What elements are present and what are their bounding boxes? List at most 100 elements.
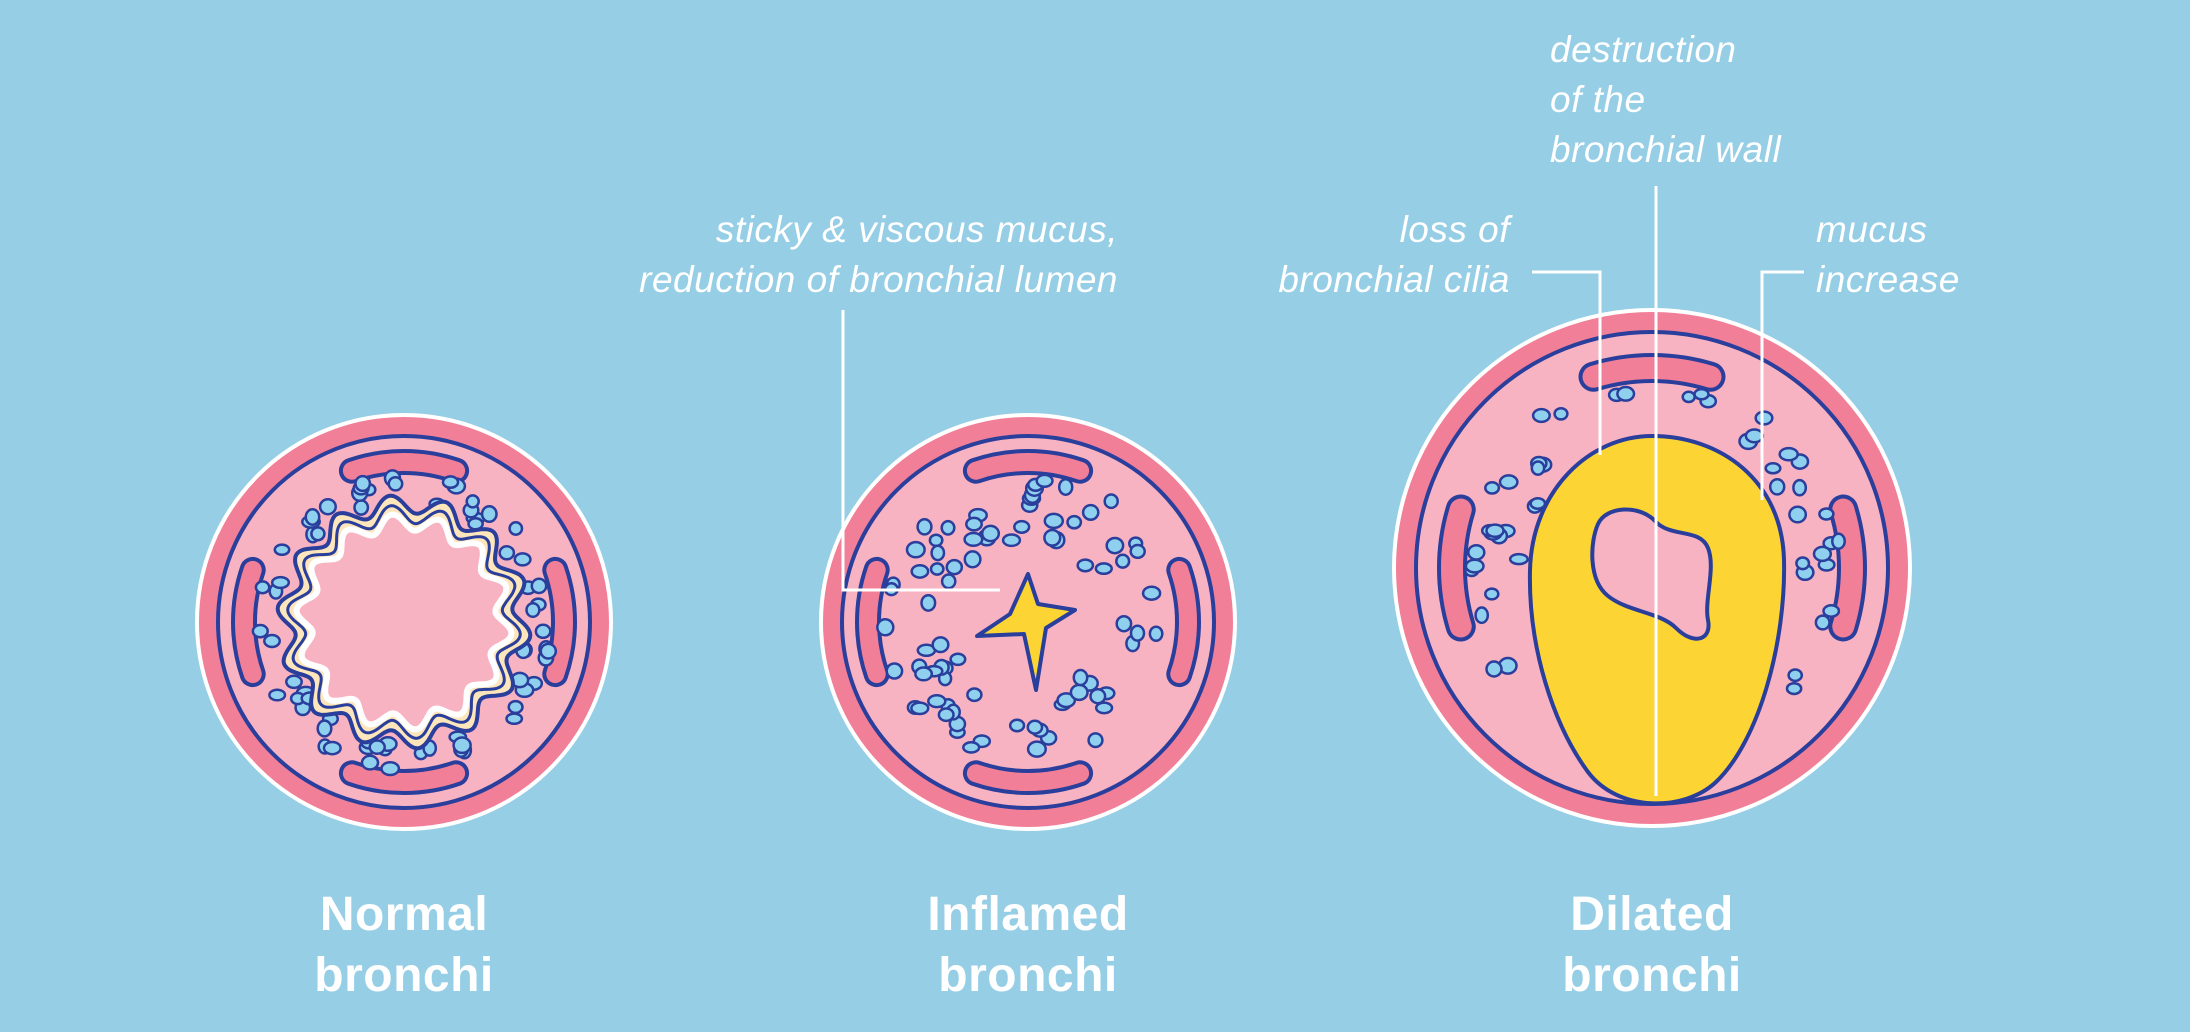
gland-dot [1028,742,1046,757]
gland-dot [947,560,962,574]
gland-dot [1500,475,1517,488]
gland-dot [1793,480,1805,495]
gland-dot [1816,616,1830,630]
gland-dot [931,563,943,574]
gland-dot [1532,462,1544,475]
gland-dot [1485,589,1498,600]
gland-dot [1533,409,1550,422]
gland-dot [1131,626,1144,641]
gland-dot [1003,535,1020,546]
gland-dot [939,709,954,721]
gland-dot [963,742,979,752]
gland-dot [510,522,522,534]
gland-dot [541,644,556,659]
inflamed-bronchi-caption: Inflamed bronchi [828,884,1228,1006]
gland-dot [912,565,928,577]
gland-dot [951,654,966,665]
gland-dot [324,742,341,754]
gland-dot [967,689,981,701]
gland-dot [1105,495,1118,508]
gland-dot [1487,525,1504,537]
gland-dot [930,535,942,546]
gland-dot [922,595,936,610]
gland-dot [311,527,324,540]
gland-dot [515,553,531,565]
gland-dot [1078,560,1093,572]
gland-dot [500,546,514,559]
gland-dot [1044,530,1060,546]
gland-dot [1770,479,1784,494]
normal-bronchi-caption: Normal bronchi [204,884,604,1006]
gland-dot [932,546,944,560]
gland-dot [1014,521,1029,533]
gland-dot [264,635,279,647]
gland-dot [877,619,893,635]
gland-dot [355,500,368,514]
gland-dot [1476,608,1488,623]
gland-dot [1487,662,1502,677]
gland-dot [1107,538,1123,553]
gland-dot [1780,448,1798,460]
gland-dot [1028,721,1042,734]
gland-dot [915,668,931,681]
dilated-bronchi-caption: Dilated bronchi [1452,884,1852,1006]
gland-dot [1683,392,1695,402]
gland-dot [1756,412,1773,425]
inflamed-bronchus-icon [821,415,1235,829]
gland-dot [1150,627,1162,641]
gland-dot [1091,689,1106,703]
gland-dot [527,603,540,617]
gland-dot [1766,463,1781,473]
gland-dot [1695,389,1709,399]
gland-dot [1071,685,1088,700]
gland-dot [1832,534,1844,549]
gland-dot [1787,683,1801,694]
gland-dot [1074,670,1087,685]
gland-dot [965,533,983,546]
gland-dot [1143,587,1160,600]
gland-dot [942,575,955,589]
gland-dot [507,714,522,724]
gland-dot [532,579,546,593]
wall-destruction-annotation: destruction of the bronchial wall [1550,25,1781,175]
gland-dot [1814,547,1831,561]
gland-dot [482,506,496,522]
gland-dot [1796,558,1809,570]
gland-dot [1059,479,1072,494]
gland-dot [362,756,378,770]
gland-dot [320,499,336,514]
gland-dot [467,495,479,507]
gland-dot [1068,516,1081,528]
gland-dot [318,721,332,737]
gland-dot [1789,670,1802,681]
gland-dot [509,701,523,713]
gland-dot [1485,482,1499,493]
gland-dot [1089,733,1103,747]
mucus-lumen-annotation: sticky & viscous mucus, reduction of bro… [639,205,1118,305]
gland-dot [272,577,289,588]
gland-dot [1789,507,1805,523]
gland-dot [382,762,399,775]
gland-dot [966,518,981,530]
gland-dot [965,551,981,567]
gland-dot [1010,720,1024,731]
gland-dot [1746,430,1763,443]
gland-dot [454,738,471,753]
gland-dot [1083,505,1098,520]
gland-dot [1037,475,1053,487]
gland-dot [286,676,301,688]
gland-dot [253,625,268,637]
gland-dot [942,521,955,534]
gland-dot [918,519,932,534]
gland-dot [907,542,925,557]
gland-dot [443,476,458,487]
gland-dot [1510,554,1527,564]
gland-dot [1116,555,1129,568]
gland-dot [389,477,402,490]
gland-dot [1096,563,1112,573]
gland-dot [536,625,550,638]
gland-dot [887,664,902,679]
gland-dot [1468,545,1484,559]
gland-dot [1045,514,1063,528]
